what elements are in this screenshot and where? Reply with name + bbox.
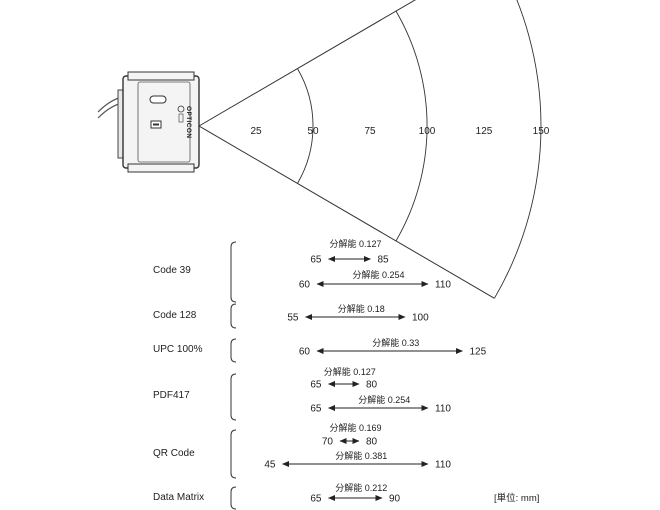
- range-near-value: 60: [299, 280, 311, 291]
- range-far-value: 110: [435, 280, 451, 291]
- resolution-label: 分解能 0.254: [358, 394, 410, 405]
- symbology-name: QR Code: [153, 448, 195, 459]
- distance-arc-50: [297, 68, 314, 184]
- group-bracket: [230, 486, 237, 510]
- range-near-value: 55: [287, 313, 299, 324]
- distance-arc-100: [395, 10, 428, 242]
- range-far-value: 110: [435, 460, 451, 471]
- range-near-value: 65: [310, 380, 322, 391]
- resolution-label: 分解能 0.127: [329, 238, 381, 249]
- field-edge-lower: [198, 125, 495, 299]
- range-near-value: 70: [322, 437, 334, 448]
- symbology-name: PDF417: [153, 390, 190, 401]
- scan-field: [198, 0, 542, 299]
- resolution-label: 分解能 0.127: [324, 366, 376, 377]
- scale-tick-label: 150: [533, 126, 550, 137]
- resolution-label: 分解能 0.254: [352, 269, 404, 280]
- group-bracket: [230, 338, 237, 363]
- resolution-label: 分解能 0.212: [335, 482, 387, 493]
- symbology-name: Code 39: [153, 265, 191, 276]
- range-near-value: 65: [310, 494, 322, 505]
- distance-arc-150: [494, 0, 542, 299]
- range-far-value: 100: [412, 313, 429, 324]
- range-near-value: 60: [299, 347, 311, 358]
- field-edge-upper: [198, 0, 417, 127]
- range-near-value: 45: [264, 460, 276, 471]
- resolution-label: 分解能 0.381: [335, 450, 387, 461]
- group-bracket: [230, 241, 237, 303]
- range-near-value: 65: [310, 255, 322, 266]
- symbology-name: UPC 100%: [153, 344, 203, 355]
- range-near-value: 65: [310, 404, 322, 415]
- scale-tick-label: 50: [307, 126, 319, 137]
- resolution-label: 分解能 0.169: [329, 422, 381, 433]
- group-bracket: [230, 303, 237, 329]
- range-far-value: 80: [366, 437, 378, 448]
- scale-tick-label: 125: [476, 126, 493, 137]
- symbology-name: Data Matrix: [153, 492, 204, 503]
- distance-scale: 25 50 75 100 125 150: [250, 126, 549, 137]
- brand-logo: OPTICON: [185, 106, 192, 138]
- group-bracket: [230, 373, 237, 421]
- symbology-name: Code 128: [153, 310, 197, 321]
- unit-note: [単位: mm]: [494, 492, 539, 504]
- range-far-value: 125: [470, 347, 487, 358]
- resolution-label: 分解能 0.33: [372, 337, 419, 348]
- range-far-value: 80: [366, 380, 378, 391]
- range-far-value: 110: [435, 404, 451, 415]
- range-far-value: 85: [378, 255, 390, 266]
- range-far-value: 90: [389, 494, 401, 505]
- scanner-device: OPTICON: [97, 71, 200, 173]
- group-bracket: [230, 429, 237, 479]
- scale-tick-label: 100: [419, 126, 436, 137]
- resolution-label: 分解能 0.18: [338, 303, 385, 314]
- scale-tick-label: 25: [250, 126, 262, 137]
- scale-tick-label: 75: [364, 126, 376, 137]
